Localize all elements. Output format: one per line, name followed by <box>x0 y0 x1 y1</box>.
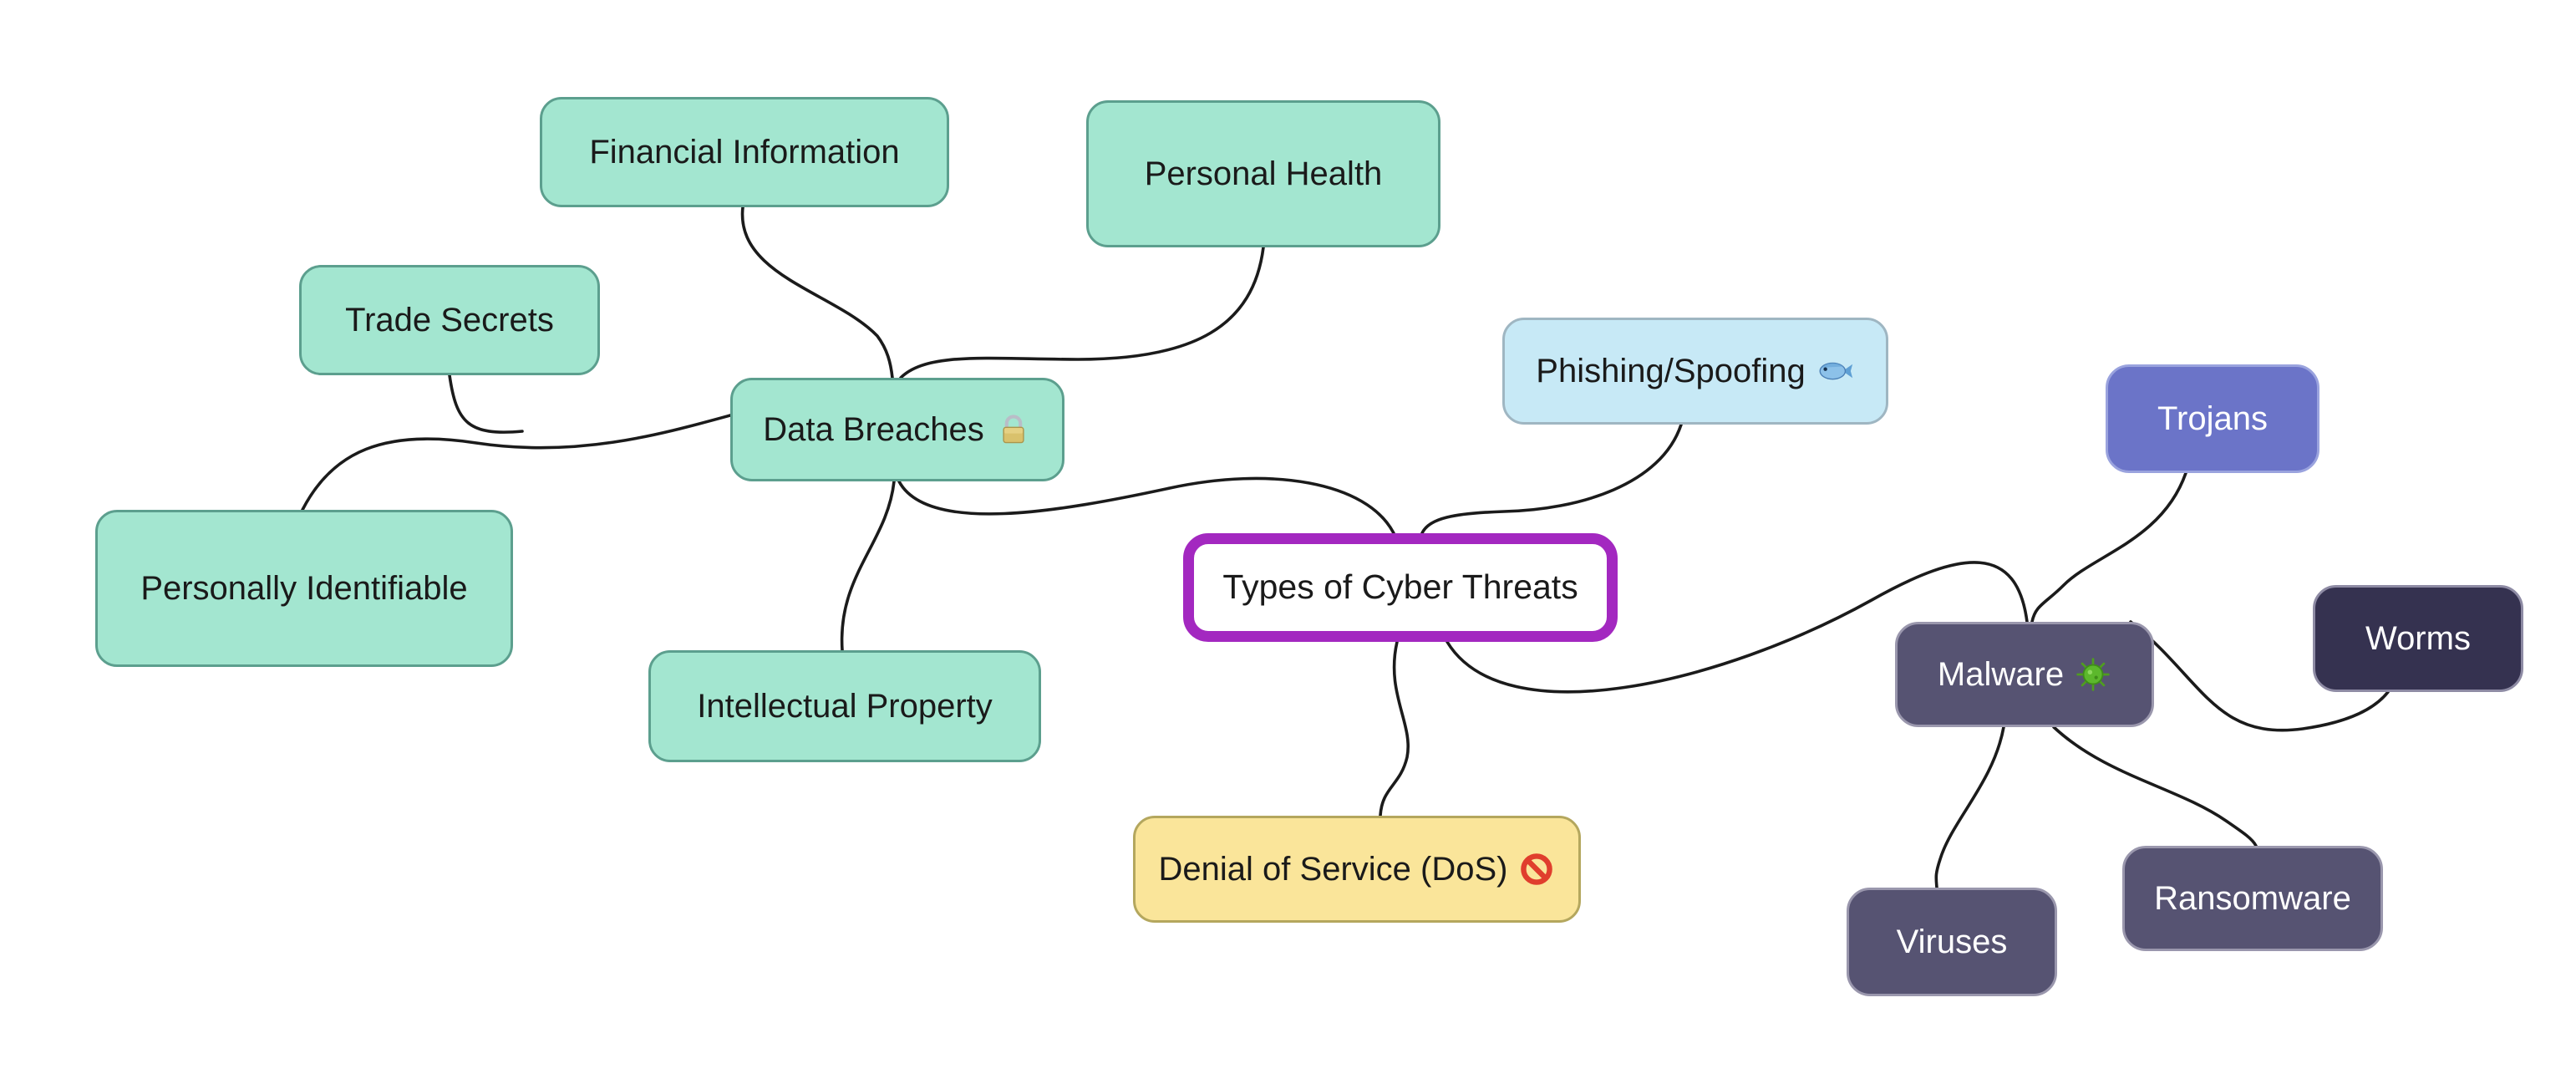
viruses-label: Viruses <box>1896 924 2008 960</box>
node-denial-of-service[interactable]: Denial of Service (DoS) <box>1133 816 1581 923</box>
intellectual-property-label: Intellectual Property <box>697 688 993 725</box>
node-trade-secrets[interactable]: Trade Secrets <box>299 265 600 375</box>
node-personal-health[interactable]: Personal Health <box>1086 100 1440 247</box>
node-intellectual-property[interactable]: Intellectual Property <box>648 650 1041 762</box>
node-trojans[interactable]: Trojans <box>2106 364 2319 473</box>
edge-types-of-cyber-threats-to-malware <box>1446 561 2029 694</box>
prohibited-icon <box>1518 851 1555 888</box>
denial-of-service-label: Denial of Service (DoS) <box>1158 851 1508 888</box>
node-phishing-spoofing[interactable]: Phishing/Spoofing <box>1502 318 1888 425</box>
personally-identifiable-label: Personally Identifiable <box>140 570 468 607</box>
edge-phishing-spoofing-to-types-of-cyber-threats <box>1420 423 1683 535</box>
lock-icon <box>995 411 1032 448</box>
node-malware[interactable]: Malware <box>1895 622 2154 727</box>
edge-types-of-cyber-threats-to-denial-of-service <box>1379 640 1410 817</box>
fish-icon <box>1816 353 1855 389</box>
worms-label: Worms <box>2365 620 2471 657</box>
node-types-of-cyber-threats[interactable]: Types of Cyber Threats <box>1183 533 1618 642</box>
trade-secrets-label: Trade Secrets <box>345 302 554 338</box>
edge-malware-to-viruses <box>1934 725 2005 889</box>
node-viruses[interactable]: Viruses <box>1847 888 2057 996</box>
node-financial-information[interactable]: Financial Information <box>540 97 949 207</box>
edge-data-breaches-to-types-of-cyber-threats <box>897 476 1395 535</box>
node-personally-identifiable[interactable]: Personally Identifiable <box>95 510 513 667</box>
edge-malware-to-ransomware <box>2052 725 2258 847</box>
ransomware-label: Ransomware <box>2154 880 2351 917</box>
edge-financial-information-to-data-breaches <box>740 206 894 379</box>
node-data-breaches[interactable]: Data Breaches <box>730 378 1064 481</box>
financial-information-label: Financial Information <box>589 134 900 170</box>
phishing-spoofing-label: Phishing/Spoofing <box>1536 353 1806 389</box>
malware-label: Malware <box>1937 656 2065 693</box>
data-breaches-label: Data Breaches <box>763 411 984 448</box>
edge-trade-secrets-to-data-breaches <box>448 374 524 434</box>
edge-trojans-to-malware <box>2030 471 2187 623</box>
edge-personally-identifiable-to-data-breaches <box>301 414 732 511</box>
trojans-label: Trojans <box>2157 400 2268 437</box>
personal-health-label: Personal Health <box>1144 155 1383 192</box>
microbe-icon <box>2075 656 2111 693</box>
edge-data-breaches-to-intellectual-property <box>840 480 896 652</box>
node-worms[interactable]: Worms <box>2313 585 2523 692</box>
edge-malware-to-worms <box>2129 620 2390 732</box>
types-of-cyber-threats-label: Types of Cyber Threats <box>1222 567 1578 607</box>
edge-personal-health-to-data-breaches <box>899 246 1265 379</box>
node-ransomware[interactable]: Ransomware <box>2122 846 2383 951</box>
